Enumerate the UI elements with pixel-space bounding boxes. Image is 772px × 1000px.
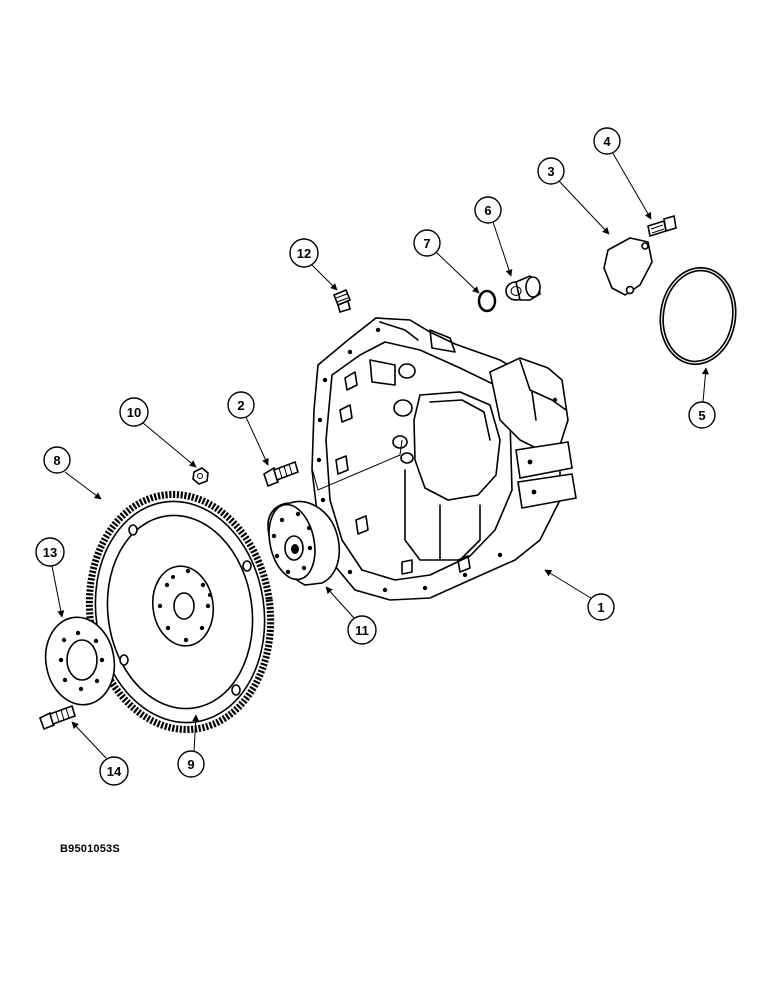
- callout-8: 8: [43, 446, 71, 474]
- callout-5: 5: [688, 401, 716, 429]
- svg-text:5: 5: [698, 408, 705, 423]
- svg-text:1: 1: [597, 600, 604, 615]
- callout-3: 3: [537, 157, 565, 185]
- cover-bolt-part: [647, 214, 677, 238]
- callout-12: 12: [289, 238, 319, 268]
- spacer-hub-part: [267, 500, 340, 586]
- seal-ring-part: [477, 289, 497, 313]
- plug-part: [505, 275, 541, 301]
- callout-10: 10: [119, 397, 149, 427]
- callout-1: 1: [587, 593, 615, 621]
- svg-text:7: 7: [423, 236, 430, 251]
- svg-text:12: 12: [297, 246, 311, 261]
- svg-text:6: 6: [484, 203, 491, 218]
- svg-text:9: 9: [187, 757, 194, 772]
- svg-text:11: 11: [355, 623, 369, 638]
- fitting-part: [332, 288, 352, 313]
- nut-part: [192, 467, 209, 485]
- o-ring-part: [659, 266, 737, 366]
- callout-11: 11: [347, 615, 377, 645]
- callout-13: 13: [35, 537, 65, 567]
- flywheel-plate-part: [44, 616, 116, 706]
- leader-lines: [51, 149, 709, 759]
- callout-4: 4: [593, 127, 621, 155]
- svg-text:2: 2: [237, 398, 244, 413]
- flywheel-housing-part: [311, 317, 577, 601]
- svg-text:8: 8: [53, 453, 60, 468]
- flywheel-part: [85, 490, 275, 734]
- callout-2: 2: [227, 391, 255, 419]
- figure-reference-code: B9501053S: [60, 843, 120, 855]
- svg-text:14: 14: [107, 764, 122, 779]
- callout-7: 7: [413, 229, 441, 257]
- svg-text:13: 13: [43, 545, 57, 560]
- callout-6: 6: [474, 196, 502, 224]
- svg-text:10: 10: [127, 405, 141, 420]
- callout-9: 9: [177, 750, 205, 778]
- callout-14: 14: [99, 756, 129, 786]
- flywheel-bolt-part: [39, 704, 76, 731]
- svg-text:4: 4: [603, 134, 611, 149]
- cover-plate-part: [603, 237, 653, 296]
- svg-text:3: 3: [547, 164, 554, 179]
- housing-bolt-part: [263, 460, 299, 488]
